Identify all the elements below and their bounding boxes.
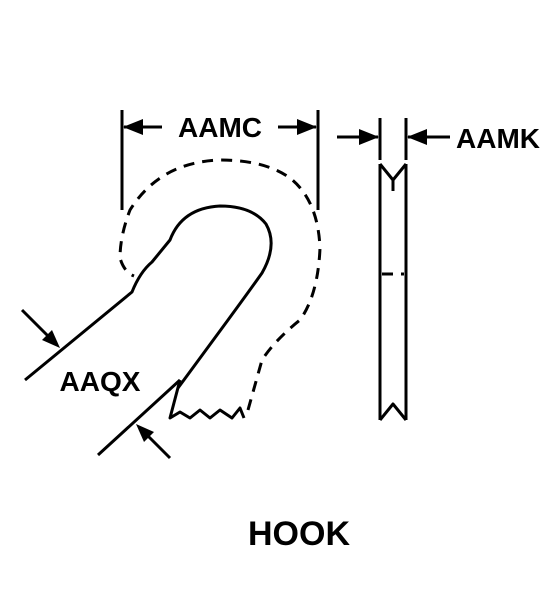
hook-lower-outer-contour: [96, 378, 182, 457]
aamk-dimension: AAMK: [337, 118, 540, 160]
aaqx-dimension: AAQX: [20, 308, 172, 460]
aaqx-label: AAQX: [60, 366, 141, 397]
aamk-label: AAMK: [456, 123, 540, 154]
hook-broken-end: [168, 379, 246, 420]
aamc-dimension: AAMC: [120, 110, 320, 210]
aamc-arrow-right: [297, 119, 317, 135]
hook-outer-dashed-contour: [118, 158, 322, 411]
diagram-title: HOOK: [248, 515, 350, 553]
aamc-label: AAMC: [178, 112, 262, 143]
hook-inner-contour: [24, 204, 273, 389]
side-view-bottom-notch: [378, 402, 408, 421]
aaqx-arrow-upper: [42, 330, 60, 348]
side-view-top-notch: [378, 163, 408, 182]
aamk-arrow-right: [407, 129, 427, 145]
aamk-arrow-left: [359, 129, 379, 145]
aamc-arrow-left: [123, 119, 143, 135]
hook-side-view: [378, 163, 408, 421]
hook-front-view: [24, 158, 322, 457]
aaqx-arrow-lower: [136, 424, 154, 442]
